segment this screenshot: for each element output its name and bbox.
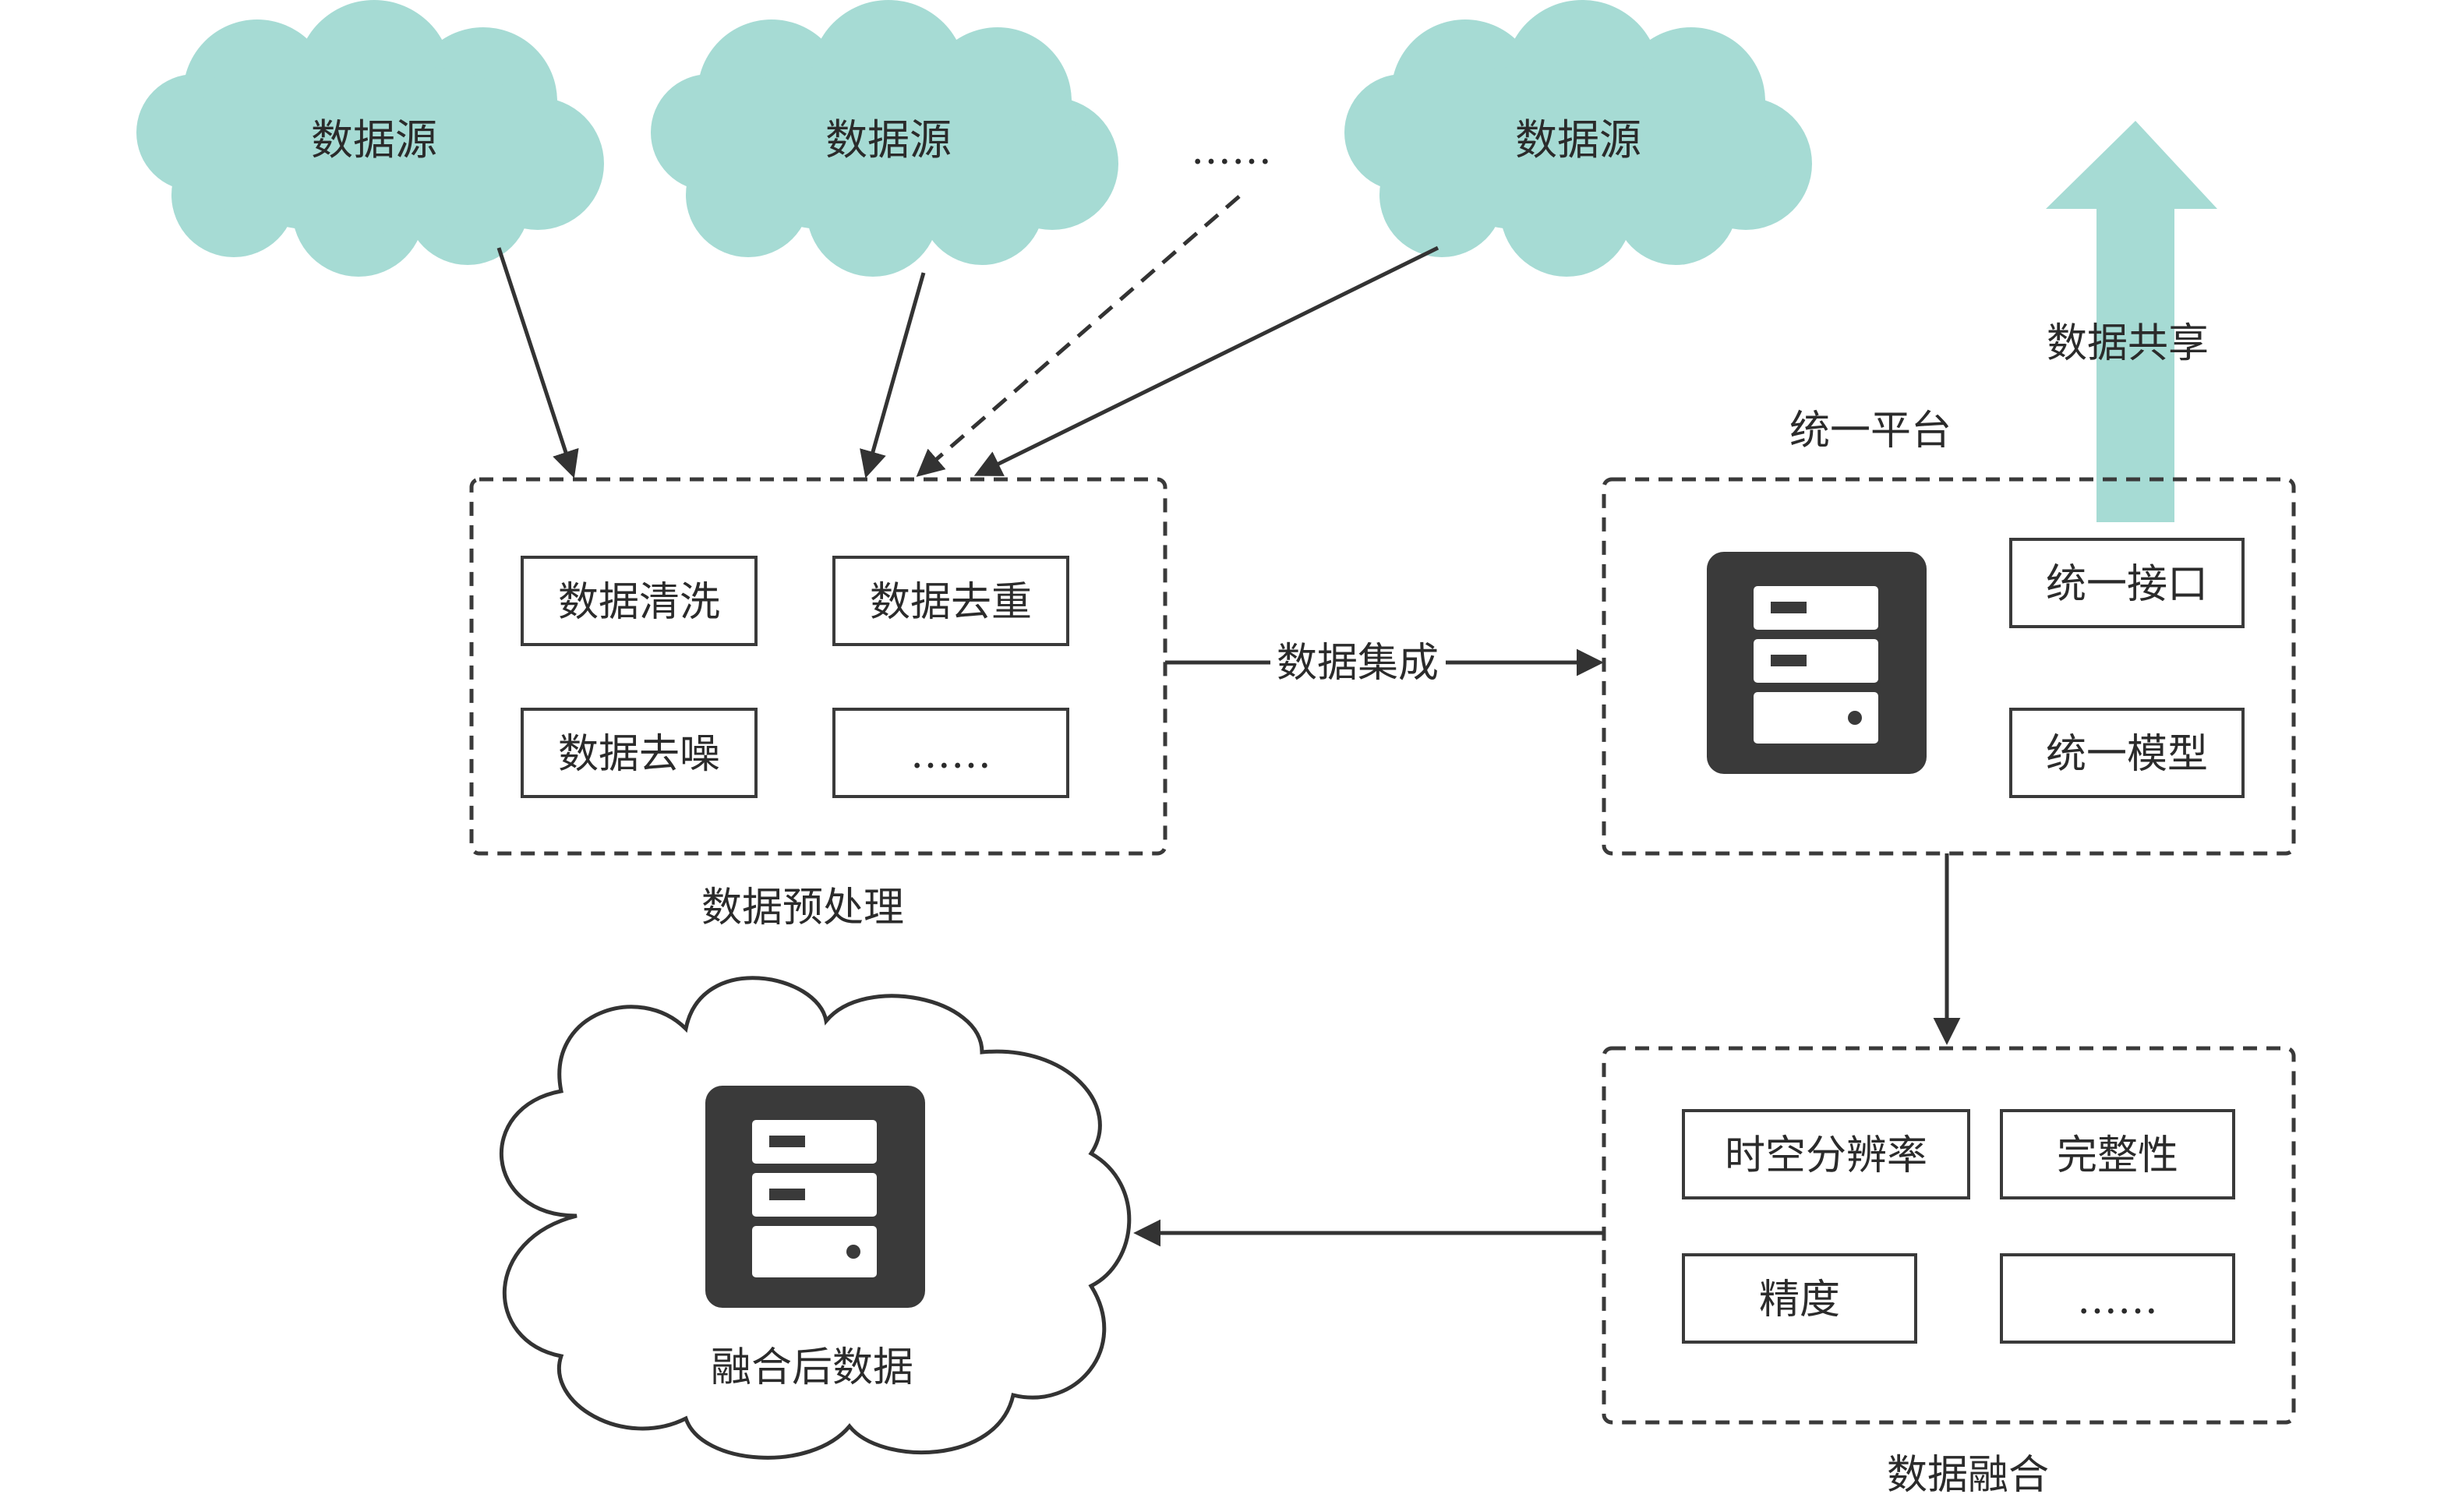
preprocess-item-more	[832, 708, 1069, 798]
integration-label: 数据集成	[1277, 640, 1439, 687]
platform-group	[1602, 477, 2296, 856]
fusion-item-more-label: ……	[2077, 1277, 2158, 1323]
fusion-item-more	[2000, 1253, 2235, 1344]
platform-item-interface-label: 统一接口	[2046, 561, 2208, 608]
fusion-item-completeness-label: 完整性	[2057, 1132, 2178, 1179]
platform-item-model	[2009, 708, 2245, 798]
platform-caption: 统一平台	[1789, 408, 1952, 454]
preprocess-item-more-label: ……	[910, 731, 991, 778]
integration-label-bg	[1270, 633, 1446, 692]
preprocess-item-denoise	[521, 708, 758, 798]
source-ellipsis: ……	[1191, 127, 1272, 174]
arrow-source1-to-preprocess	[496, 247, 579, 479]
source-label-1: 数据源	[311, 115, 437, 164]
preprocess-item-dedup-label: 数据去重	[870, 579, 1032, 626]
fusion-item-completeness	[2000, 1109, 2235, 1199]
fusion-group	[1602, 1046, 2296, 1425]
server-icon	[1707, 552, 1927, 774]
server-icon	[705, 1086, 925, 1308]
source-label-2: 数据源	[825, 115, 952, 164]
preprocess-item-dedup	[832, 556, 1069, 646]
preprocess-item-denoise-label: 数据去噪	[558, 731, 720, 778]
fusion-item-precision-label: 精度	[1759, 1277, 1840, 1323]
preprocess-item-cleaning-label: 数据清洗	[558, 579, 720, 626]
arrow-dashed-to-preprocess	[916, 195, 1241, 477]
platform-item-interface	[2009, 538, 2245, 628]
arrow-source3-to-preprocess	[973, 246, 1439, 476]
preprocess-group	[469, 477, 1167, 856]
preprocess-caption: 数据预处理	[701, 885, 904, 931]
fused-data-label: 融合后数据	[711, 1344, 913, 1391]
sharing-label: 数据共享	[2047, 320, 2209, 367]
platform-item-model-label: 统一模型	[2046, 731, 2208, 778]
fusion-item-precision	[1682, 1253, 1917, 1344]
source-cloud-1	[136, 0, 604, 277]
fusion-item-resolution-label: 时空分辨率	[1725, 1132, 1927, 1179]
source-cloud-2	[651, 0, 1118, 277]
fusion-item-resolution	[1682, 1109, 1970, 1199]
source-label-3: 数据源	[1515, 115, 1641, 164]
source-cloud-3	[1344, 0, 1812, 277]
sharing-arrow	[2046, 121, 2217, 522]
fusion-caption: 数据融合	[1887, 1452, 2049, 1499]
arrow-source2-to-preprocess	[860, 272, 926, 479]
preprocess-item-cleaning	[521, 556, 758, 646]
